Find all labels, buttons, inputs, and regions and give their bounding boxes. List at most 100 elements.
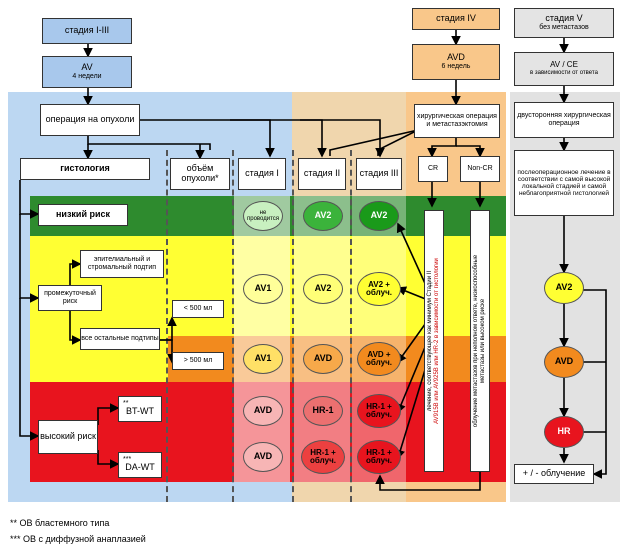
stage-5-regimen: AV / CE: [550, 60, 578, 70]
stage-5-avd-text: AVD: [554, 356, 574, 367]
cr-vertical-text: лечение, соответствующее как минимум Ста…: [427, 258, 441, 424]
stage-5-av2-circle: AV2: [544, 272, 584, 304]
r2-s1-circle: AV1: [243, 274, 283, 304]
stage-1-3-av-box: AV 4 недели: [42, 56, 132, 88]
r2-s2-circle: AV2: [303, 274, 343, 304]
stage-4-duration: 6 недель: [441, 63, 471, 71]
r2-s3-circle: AV2 + облуч.: [357, 272, 401, 306]
da-wt-box: *** DA-WT: [118, 452, 162, 478]
stage-1-3-regimen: AV: [81, 62, 93, 73]
r3-s2-text: AVD: [313, 353, 333, 364]
r3-s1-text: AV1: [254, 353, 272, 364]
stage-5-avd-circle: AVD: [544, 346, 584, 378]
stage-3-column-light: [352, 196, 406, 482]
stage-2-column-light: [294, 196, 350, 482]
volume-less-500-text: < 500 мл: [183, 305, 213, 313]
da-wt-text: DA-WT: [125, 461, 155, 472]
volume-more-500-box: > 500 мл: [172, 352, 224, 370]
high-risk-label: высокий риск: [38, 420, 98, 454]
footnote-1: ** ОВ бластемного типа: [10, 518, 110, 528]
r1-s3-circle: AV2: [359, 201, 399, 231]
r4-s1-text: AVD: [253, 405, 273, 416]
bilateral-surgery-text: двусторонняя хирургическая операция: [517, 112, 611, 127]
tumor-surgery-text: операция на опухоли: [45, 114, 135, 125]
stage-4-regimen: AVD: [447, 52, 465, 63]
r5-s2-text: HR-1 + облуч.: [310, 447, 336, 465]
stage-1-header: стадия I: [238, 158, 286, 190]
stage-1-column-light: [234, 196, 290, 482]
high-risk-text: высокий риск: [40, 431, 96, 442]
radiation-box: + / - облучение: [514, 464, 594, 484]
r1-s1-circle: не проводится: [243, 201, 283, 231]
cr-text: CR: [427, 165, 439, 173]
bt-wt-box: ** BT-WT: [118, 396, 162, 422]
cr-box: CR: [418, 156, 448, 182]
r5-s3-text: HR-1 + облуч.: [366, 447, 392, 465]
other-subtypes-text: все остальные подтипы: [81, 335, 159, 343]
stage-5-regimen-box: AV / CE в зависимости от ответа: [514, 52, 614, 86]
r1-s1-text: не проводится: [246, 209, 280, 222]
low-risk-text: низкий риск: [55, 209, 111, 220]
stage-4-title: стадия IV: [412, 8, 500, 30]
stage-1-header-text: стадия I: [245, 168, 279, 179]
stage-5-av2-text: AV2: [555, 282, 573, 293]
r2-s2-text: AV2: [314, 283, 332, 294]
stage-1-3-title-text: стадия I-III: [64, 25, 110, 36]
stage-1-3-duration: 4 недели: [72, 73, 102, 81]
r5-s1-circle: AVD: [243, 442, 283, 472]
other-subtypes-box: все остальные подтипы: [80, 328, 160, 350]
r1-s2-circle: AV2: [303, 201, 343, 231]
r5-s2-circle: HR-1 + облуч.: [301, 440, 345, 474]
r4-s2-text: HR-1: [312, 405, 334, 416]
stage-5-note: в зависимости от ответа: [530, 70, 598, 77]
bt-wt-text: BT-WT: [126, 405, 154, 416]
noncr-text: Non-CR: [467, 165, 493, 173]
r4-s2-circle: HR-1: [303, 396, 343, 426]
histology-box: гистология: [20, 158, 150, 180]
footnote-2: *** ОВ с диффузной анаплазией: [10, 534, 146, 544]
r3-s2-circle: AVD: [303, 344, 343, 374]
dashed-separator-4: [350, 150, 352, 502]
stage-3-header-text: стадия III: [359, 168, 399, 179]
volume-less-500-box: < 500 мл: [172, 300, 224, 318]
metastasectomy-text: хирургическая операция и метастазэктомия: [417, 113, 497, 128]
tumor-surgery-box: операция на опухоли: [40, 104, 140, 136]
dashed-separator-2: [232, 150, 234, 502]
stage-1-3-title: стадия I-III: [42, 18, 132, 44]
low-risk-label: низкий риск: [38, 204, 128, 226]
r3-s3-circle: AVD + облуч.: [357, 342, 401, 376]
metastasectomy-box: хирургическая операция и метастазэктомия: [414, 104, 500, 138]
cr-vertical-line1: лечение, соответствующее как минимум Ста…: [426, 270, 433, 412]
stage-5-title-text: стадия V: [545, 13, 583, 24]
r1-s3-text: AV2: [370, 210, 388, 221]
stage-4-title-text: стадия IV: [436, 13, 476, 24]
r5-s3-circle: HR-1 + облуч.: [357, 440, 401, 474]
r5-s1-text: AVD: [253, 451, 273, 462]
volume-more-500-text: > 500 мл: [183, 357, 213, 365]
stage-5-hr-text: HR: [557, 426, 571, 437]
histology-text: гистология: [60, 163, 110, 174]
r4-s3-circle: HR-1 + облуч.: [357, 394, 401, 428]
epithelial-subtype-box: эпителиальный и стромальный подтип: [80, 250, 164, 278]
noncr-vertical-text: облучение метастазов при неполном ответе…: [473, 255, 487, 427]
stage-5-subtitle: без метастазов: [539, 24, 589, 32]
r2-s1-text: AV1: [254, 283, 272, 294]
stage-3-header: стадия III: [356, 158, 402, 190]
r4-s3-text: HR-1 + облуч.: [366, 401, 392, 419]
postop-box: послеоперационное лечение в соответствии…: [514, 150, 614, 216]
r3-s1-circle: AV1: [243, 344, 283, 374]
radiation-text: + / - облучение: [522, 468, 586, 479]
bt-wt-mark: **: [123, 400, 129, 408]
postop-text: послеоперационное лечение в соответствии…: [517, 168, 611, 198]
stage-5-title: стадия V без метастазов: [514, 8, 614, 38]
stage-2-header: стадия II: [298, 158, 346, 190]
dashed-separator-3: [292, 150, 294, 502]
da-wt-mark: ***: [123, 456, 132, 464]
noncr-box: Non-CR: [460, 156, 500, 182]
volume-box: объём опухоли*: [170, 158, 230, 190]
stage-2-header-text: стадия II: [303, 168, 341, 179]
dashed-separator-1: [166, 150, 168, 502]
noncr-vertical-box: облучение метастазов при неполном ответе…: [470, 210, 490, 472]
r1-s2-text: AV2: [314, 210, 332, 221]
